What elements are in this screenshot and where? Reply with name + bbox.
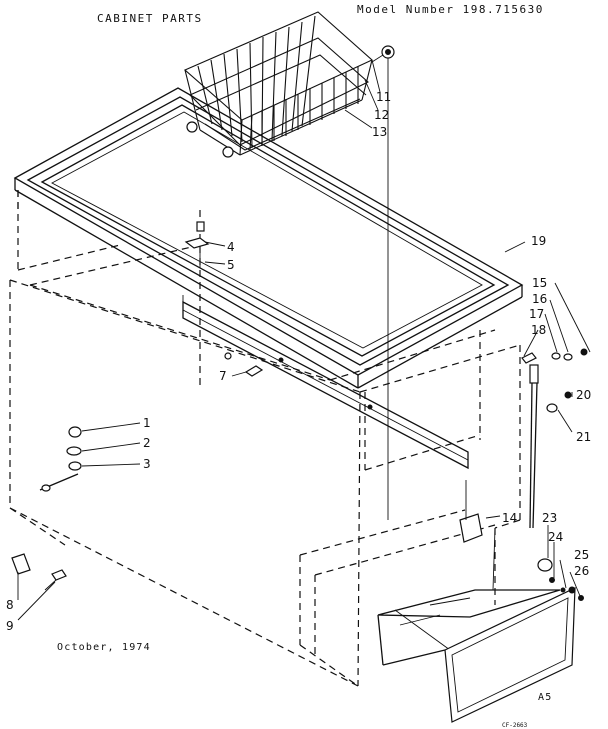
- callout-16: 16: [532, 292, 547, 306]
- leader-lines: [17, 59, 591, 621]
- hinge-bracket-parts: [11, 221, 469, 591]
- callout-15: 15: [532, 276, 547, 290]
- callout-4: 4: [227, 240, 235, 254]
- callout-2: 2: [143, 436, 151, 450]
- callout-numbers: 1 2 3 4 5 7 8 9 11 12 13 14 15 16 17 18 …: [6, 90, 591, 633]
- callout-26: 26: [574, 564, 589, 578]
- callout-7: 7: [219, 369, 227, 383]
- callout-8: 8: [6, 598, 14, 612]
- callout-3: 3: [143, 457, 151, 471]
- callout-9: 9: [6, 619, 14, 633]
- callout-25: 25: [574, 548, 589, 562]
- date-label: October, 1974: [57, 642, 151, 653]
- callout-23: 23: [542, 511, 557, 525]
- callout-13: 13: [372, 125, 387, 139]
- callout-24: 24: [548, 530, 563, 544]
- callout-21: 21: [576, 430, 591, 444]
- callout-1: 1: [143, 416, 151, 430]
- grille-assembly: [377, 480, 584, 723]
- diagram-title: CABINET PARTS: [97, 12, 203, 25]
- cabinet-body: [9, 190, 521, 687]
- callout-14: 14: [502, 511, 517, 525]
- callout-11: 11: [376, 90, 391, 104]
- drawing-code: CF-2663: [502, 722, 528, 729]
- callout-17: 17: [529, 307, 544, 321]
- callout-12: 12: [374, 108, 389, 122]
- callout-18: 18: [531, 323, 546, 337]
- model-number: Model Number 198.715630: [357, 3, 544, 16]
- wire-basket: [183, 11, 395, 520]
- callout-20: 20: [576, 388, 591, 402]
- lid-frame: [13, 87, 524, 389]
- callout-19: 19: [531, 234, 546, 248]
- sheet-label: A5: [538, 692, 552, 703]
- callout-5: 5: [227, 258, 235, 272]
- right-hardware: [521, 348, 588, 529]
